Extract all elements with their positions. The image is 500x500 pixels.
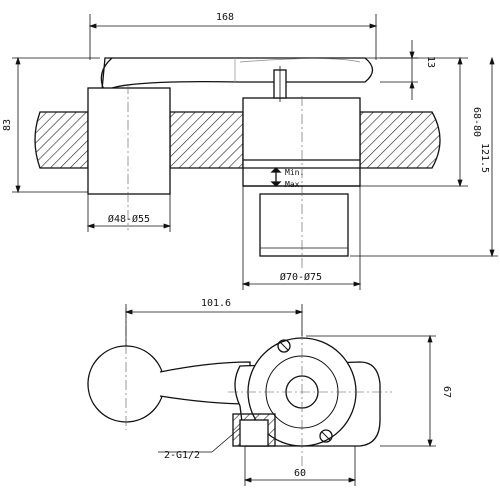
dimension-lines [12, 14, 498, 290]
dim-body-depth: 67 [441, 386, 452, 398]
plan-dimension-lines [124, 304, 436, 486]
min-label: Min. [285, 168, 304, 177]
dim-right-hole-diameter: Ø70-Ø75 [280, 271, 322, 283]
side-elevation-view: Min. Max. [12, 14, 498, 290]
max-label: Max. [285, 180, 304, 189]
valve-body [242, 66, 361, 270]
lever-handle [100, 57, 374, 91]
dim-body-width: 60 [294, 468, 306, 479]
dim-depth-range: 68-80 [471, 107, 482, 137]
dim-full-height: 121.5 [479, 143, 490, 173]
dim-total-height: 83 [2, 119, 13, 131]
min-max-marker [270, 167, 282, 187]
dim-center-spacing: 101.6 [201, 298, 231, 309]
screw-icon [277, 339, 291, 353]
dim-handle-thickness: 13 [425, 56, 436, 68]
dim-overall-length: 168 [216, 12, 234, 23]
connection-label: 2-G1/2 [164, 450, 200, 461]
left-pillar [87, 87, 171, 195]
threaded-connection [232, 413, 276, 447]
dim-left-hole-diameter: Ø48-Ø55 [108, 213, 150, 225]
screw-icon [319, 429, 333, 443]
plan-view [87, 304, 436, 486]
